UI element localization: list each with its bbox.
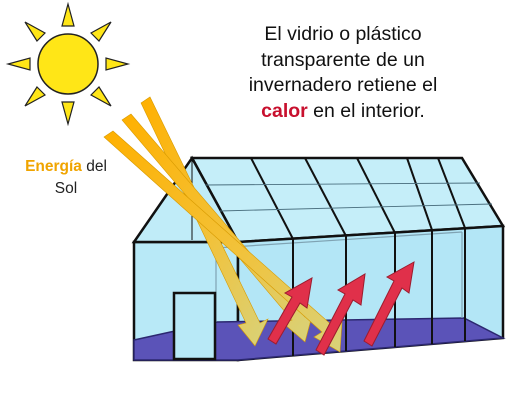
caption-line-2: transparente de un (261, 48, 425, 71)
energy-word: Energía (25, 158, 82, 175)
heat-arrow-1 (267, 277, 313, 345)
sunlight-beam-3 (103, 130, 343, 353)
sun-ray (24, 86, 46, 107)
heat-arrows (267, 261, 415, 356)
sun-icon (5, 1, 131, 127)
sun-label-rest: del (81, 158, 107, 175)
sunlight-beams (103, 96, 343, 353)
caption-line-4-rest: en el interior. (307, 99, 425, 122)
sun-ray (61, 101, 75, 127)
roof-rafters (250, 157, 466, 240)
sun-energy-label: Energía del Sol (6, 156, 126, 200)
heat-arrow-3 (363, 261, 415, 347)
sun-ray (90, 86, 112, 107)
sun-ray (5, 57, 31, 71)
sun-ray (61, 1, 75, 27)
sun-ray (90, 21, 112, 42)
heat-arrow-2 (315, 273, 366, 356)
roof-purlins (204, 182, 493, 212)
sun-disc (37, 33, 99, 95)
caption-heat-word: calor (261, 99, 308, 122)
caption-text: El vidrio o plástico transparente de un … (232, 22, 454, 124)
caption-line-4: calor en el interior. (232, 99, 454, 125)
sun-ray (105, 57, 131, 71)
greenhouse-door (172, 291, 217, 361)
sun-label-line-1: Energía del (6, 156, 126, 178)
caption-line-3: invernadero retiene el (248, 74, 438, 96)
sun-ray (24, 21, 46, 42)
sun-label-line-2: Sol (54, 180, 78, 197)
caption-line-1: El vidrio o plástico (264, 23, 422, 45)
